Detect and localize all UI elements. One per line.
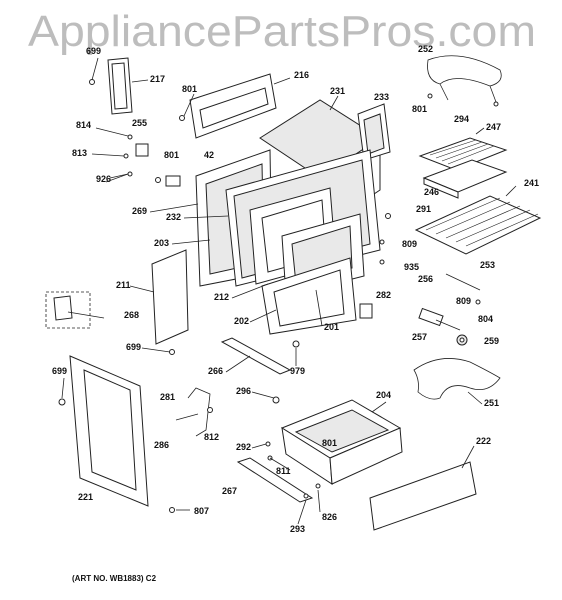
callout-231: 231 — [330, 86, 345, 96]
callout-811: 811 — [276, 466, 291, 476]
callout-813: 813 — [72, 148, 87, 158]
part-broil-pan-grid — [418, 127, 508, 171]
callout-233: 233 — [374, 92, 389, 102]
callout-801-c: 801 — [164, 150, 179, 160]
part-drawer-front — [369, 461, 477, 531]
callout-807: 807 — [194, 506, 209, 516]
callout-232: 232 — [166, 212, 181, 222]
callout-259: 259 — [484, 336, 499, 346]
watermark-logo: AppliancePartsPros.com — [28, 7, 536, 56]
part-door-frame — [261, 257, 357, 335]
part-hinge-bracket — [107, 57, 149, 115]
callout-809-b: 809 — [456, 296, 471, 306]
callout-201: 201 — [324, 322, 339, 332]
callout-253: 253 — [480, 260, 495, 270]
part-hinge-hardware — [91, 127, 149, 179]
part-bake-element — [427, 55, 502, 103]
callout-247: 247 — [486, 122, 501, 132]
callout-804: 804 — [478, 314, 493, 324]
callout-979: 979 — [290, 366, 305, 376]
callout-267: 267 — [222, 486, 237, 496]
callout-699-left: 699 — [52, 366, 67, 376]
part-broil-element — [413, 358, 501, 400]
callout-699-top: 699 — [86, 46, 101, 56]
callout-281: 281 — [160, 392, 175, 402]
callout-268: 268 — [124, 310, 139, 320]
callout-926: 926 — [96, 174, 111, 184]
watermark-text: AppliancePartsPros.com — [28, 7, 536, 56]
callout-221: 221 — [78, 492, 93, 502]
callout-266: 266 — [208, 366, 223, 376]
callout-202: 202 — [234, 316, 249, 326]
callout-801-a: 801 — [182, 84, 197, 94]
part-storage-drawer — [280, 399, 403, 485]
part-side-panel — [151, 249, 189, 345]
part-knob-282 — [359, 303, 373, 319]
callout-699-mid: 699 — [126, 342, 141, 352]
callout-812: 812 — [204, 432, 219, 442]
callout-801-d: 801 — [322, 438, 337, 448]
callout-935: 935 — [404, 262, 419, 272]
callout-211: 211 — [116, 280, 131, 290]
callout-809-a: 809 — [402, 239, 417, 249]
callout-269: 269 — [132, 206, 147, 216]
callout-222: 222 — [476, 436, 491, 446]
callout-294: 294 — [454, 114, 469, 124]
callout-217: 217 — [150, 74, 165, 84]
callout-826: 826 — [322, 512, 337, 522]
callout-203: 203 — [154, 238, 169, 248]
callout-241: 241 — [524, 178, 539, 188]
callout-216: 216 — [294, 70, 309, 80]
part-drawer-glide — [236, 457, 314, 503]
part-oven-rack — [414, 185, 542, 255]
part-door-hinge — [175, 387, 211, 437]
part-bracket-268 — [45, 291, 105, 329]
part-back-panel — [189, 73, 291, 139]
callout-246: 246 — [424, 187, 439, 197]
callout-291: 291 — [416, 204, 431, 214]
callout-257: 257 — [412, 332, 427, 342]
callout-204: 204 — [376, 390, 391, 400]
leader-lines — [61, 57, 483, 525]
part-bracket-42 — [165, 175, 181, 187]
part-broil-pan — [422, 159, 508, 199]
callout-255: 255 — [132, 118, 147, 128]
callout-292: 292 — [236, 442, 251, 452]
callout-282: 282 — [376, 290, 391, 300]
part-oven-body — [195, 149, 381, 297]
art-number-caption: (ART NO. WB1883) C2 — [72, 574, 157, 583]
callout-256: 256 — [418, 274, 433, 284]
part-oven-door — [69, 355, 149, 507]
callout-42: 42 — [204, 150, 214, 160]
callout-296: 296 — [236, 386, 251, 396]
callout-801-b: 801 — [412, 104, 427, 114]
callout-251: 251 — [484, 398, 499, 408]
callout-293: 293 — [290, 524, 305, 534]
callout-212: 212 — [214, 292, 229, 302]
part-sensor-rod — [418, 273, 481, 346]
callout-286: 286 — [154, 440, 169, 450]
callout-252: 252 — [418, 44, 433, 54]
part-drawer-rail — [220, 337, 292, 375]
screw-markers — [58, 79, 499, 513]
part-vent-duct — [357, 103, 391, 161]
callout-814: 814 — [76, 120, 91, 130]
